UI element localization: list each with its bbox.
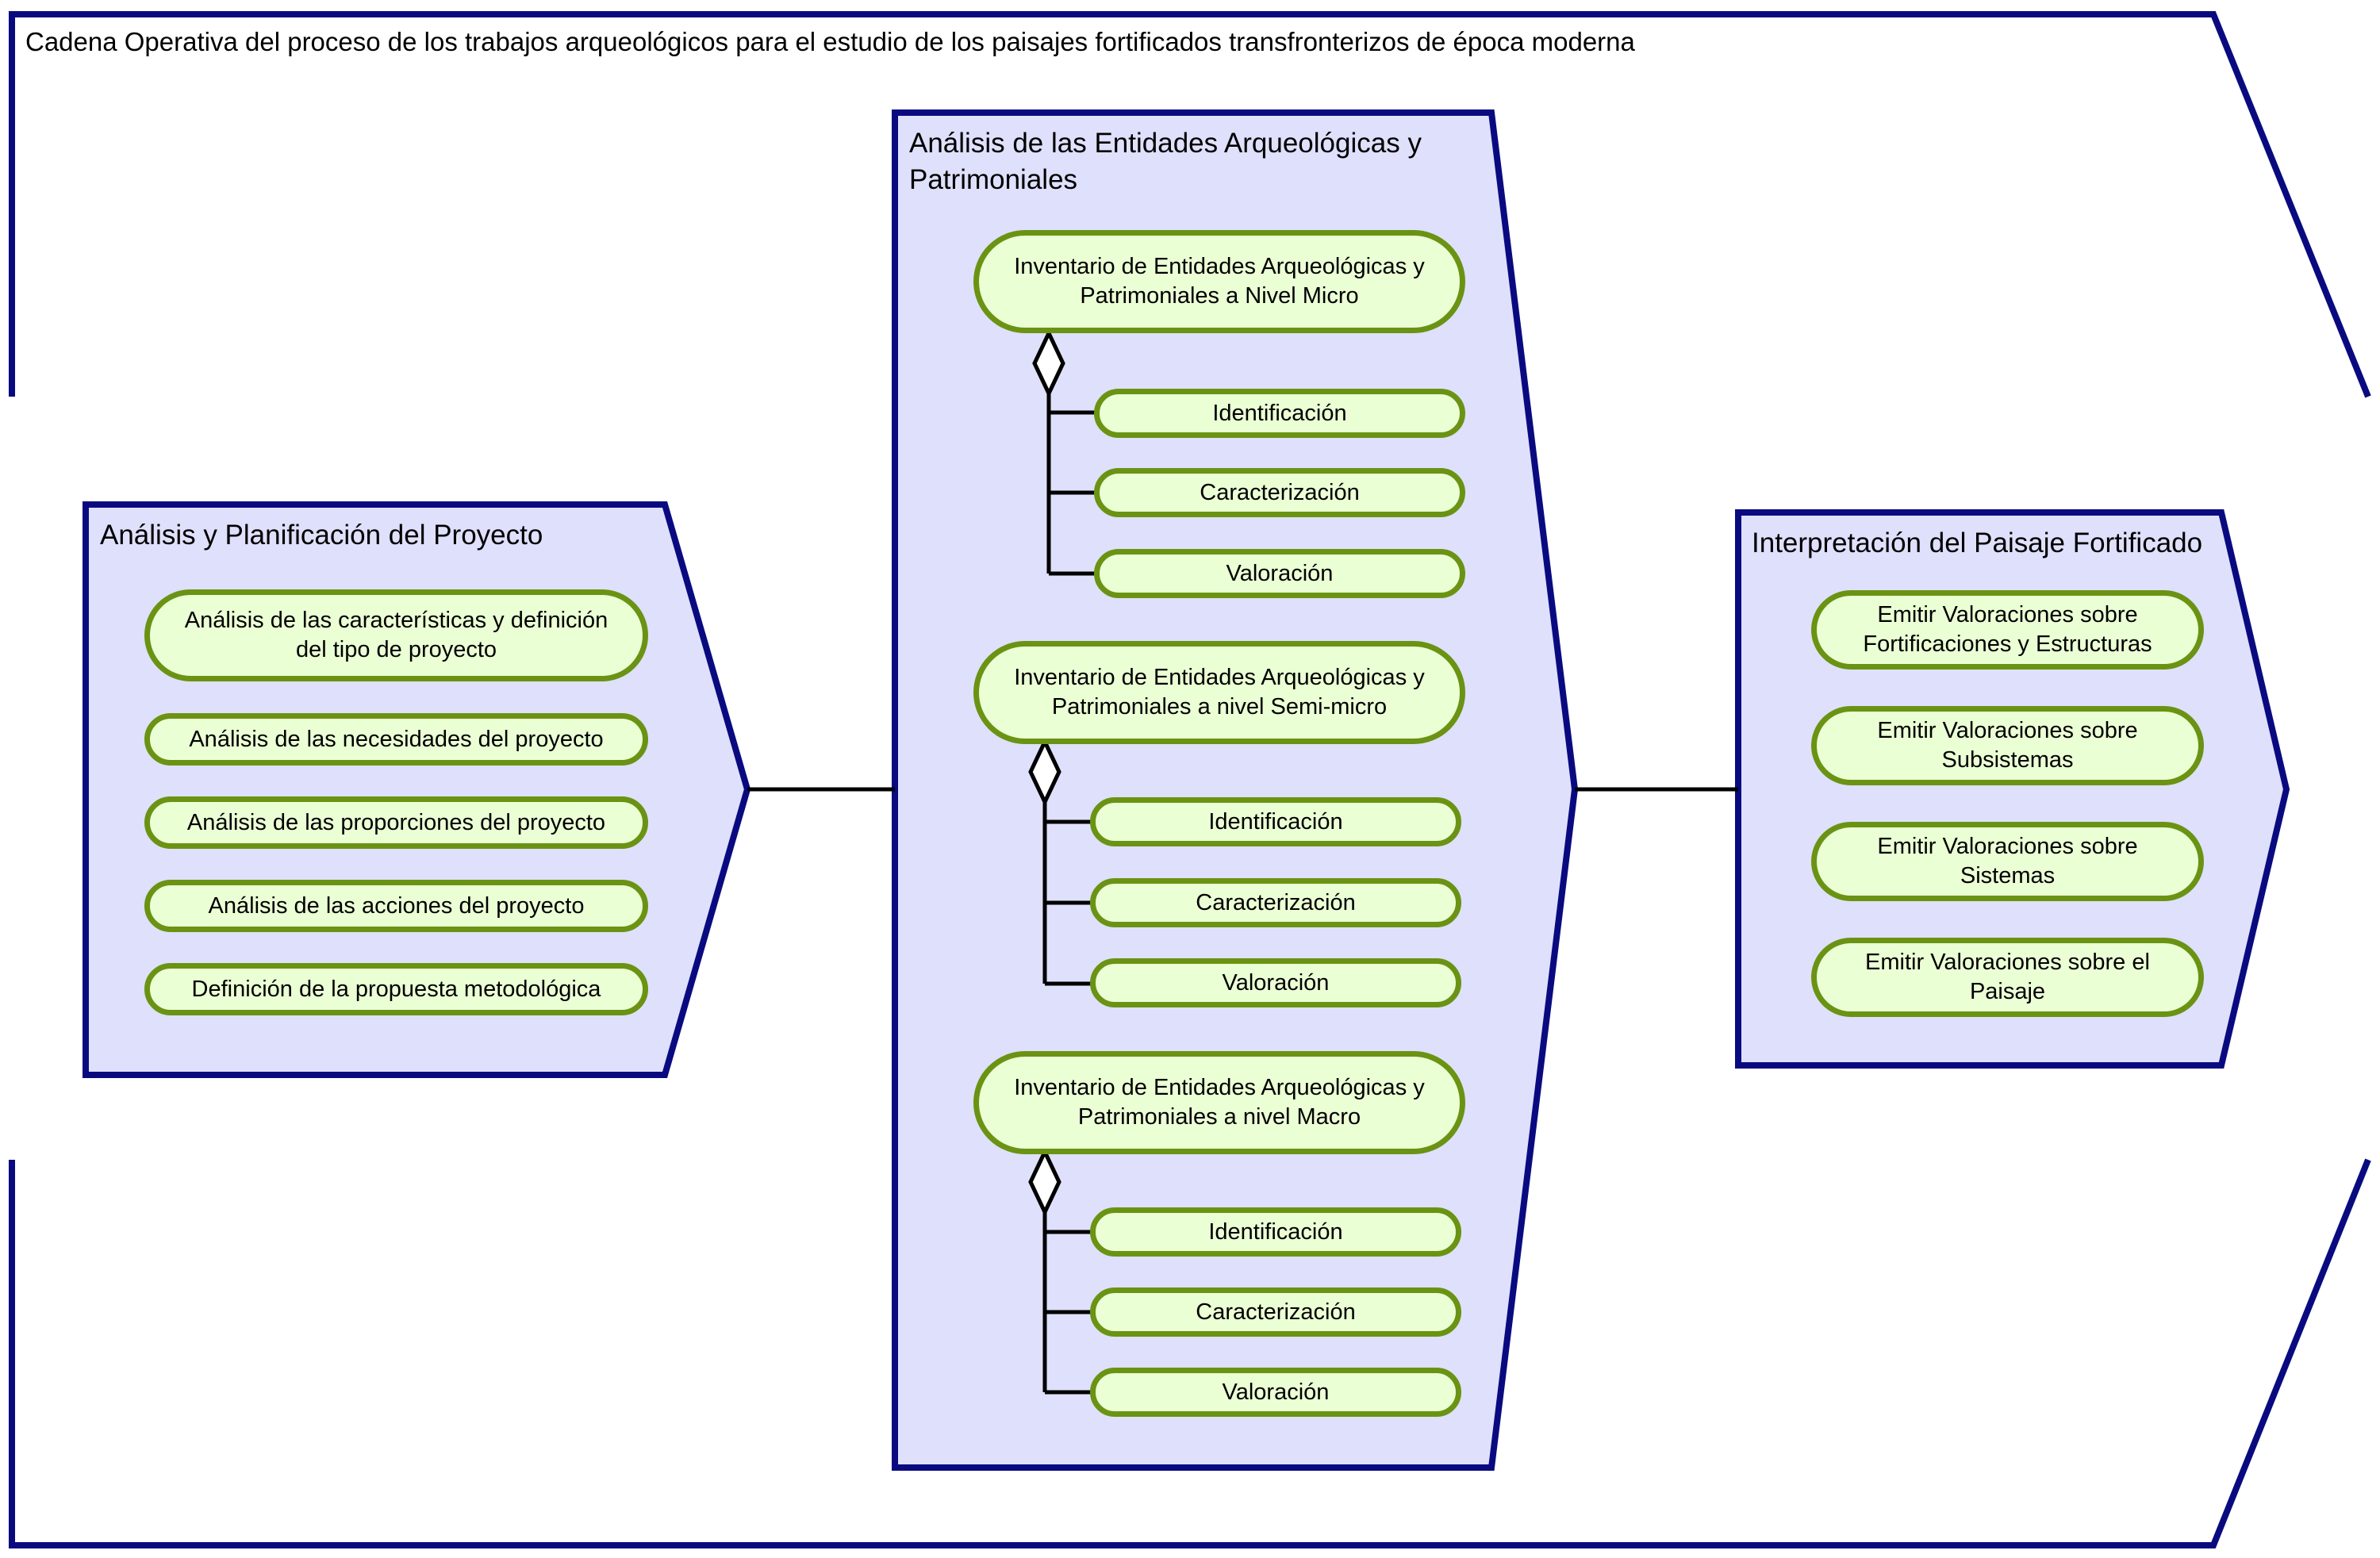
step-pill: Análisis de las necesidades del proyecto [144, 713, 648, 766]
outer-frame-bottom [9, 1158, 2371, 1548]
diagram-title: Cadena Operativa del proceso de los trab… [25, 27, 1635, 56]
step-pill: Emitir Valoraciones sobre Fortificacione… [1811, 590, 2204, 670]
inventory-pill: Inventario de Entidades Arqueológicas y … [973, 230, 1465, 333]
substep-pill: Caracterización [1090, 1287, 1461, 1337]
phase-3-title: Interpretación del Paisaje Fortificado [1752, 528, 2203, 558]
step-pill: Definición de la propuesta metodológica [144, 963, 648, 1015]
step-pill: Análisis de las acciones del proyecto [144, 880, 648, 932]
inventory-pill: Inventario de Entidades Arqueológicas y … [973, 641, 1465, 744]
step-pill: Emitir Valoraciones sobre el Paisaje [1811, 938, 2204, 1017]
step-pill: Emitir Valoraciones sobre Subsistemas [1811, 706, 2204, 785]
outer-frame-top [9, 11, 2371, 398]
phase-2-title: Análisis de las Entidades Arqueológicas … [909, 128, 1422, 195]
substep-pill: Valoración [1090, 1368, 1461, 1417]
substep-pill: Identificación [1090, 797, 1461, 846]
phase-1-title: Análisis y Planificación del Proyecto [100, 520, 543, 551]
step-pill: Análisis de las características y defini… [144, 589, 648, 681]
substep-pill: Caracterización [1094, 468, 1465, 517]
substep-pill: Identificación [1094, 389, 1465, 438]
substep-pill: Valoración [1094, 549, 1465, 598]
substep-pill: Valoración [1090, 958, 1461, 1007]
substep-pill: Caracterización [1090, 878, 1461, 927]
substep-pill: Identificación [1090, 1207, 1461, 1257]
inventory-pill: Inventario de Entidades Arqueológicas y … [973, 1051, 1465, 1154]
step-pill: Análisis de las proporciones del proyect… [144, 796, 648, 849]
step-pill: Emitir Valoraciones sobre Sistemas [1811, 822, 2204, 901]
